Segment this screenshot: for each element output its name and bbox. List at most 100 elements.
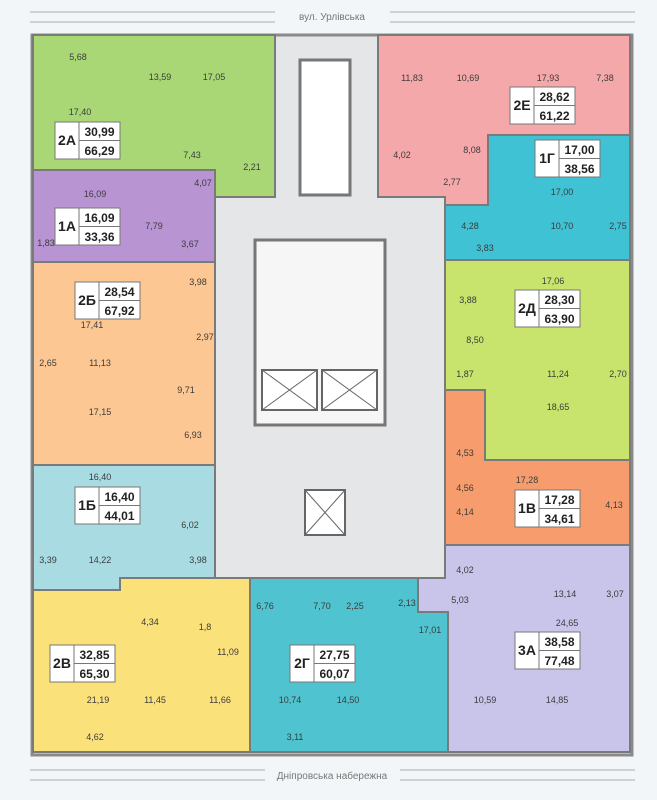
room-area-label: 11,83 <box>401 73 423 83</box>
living-area: 16,40 <box>104 490 134 504</box>
room-area-label: 4,13 <box>605 500 623 510</box>
room-area-label: 9,71 <box>177 385 195 395</box>
room-area-label: 4,14 <box>456 507 474 517</box>
living-area: 17,00 <box>564 143 594 157</box>
room-area-label: 4,07 <box>194 178 212 188</box>
room-area-label: 10,69 <box>457 73 480 83</box>
apartment-id: 1A <box>58 218 76 234</box>
apartment-badge[interactable]: 2В 32,85 65,30 <box>49 644 116 683</box>
room-area-label: 10,74 <box>279 695 302 705</box>
room-area-label: 10,70 <box>551 221 574 231</box>
apartment-badge[interactable]: 1В 17,28 34,61 <box>514 489 581 528</box>
apartment-id: 2A <box>58 132 76 148</box>
room-area-label: 6,76 <box>256 601 274 611</box>
room-area-label: 17,01 <box>419 625 442 635</box>
living-area: 16,09 <box>84 211 114 225</box>
room-area-label: 17,15 <box>89 407 112 417</box>
apartment-id: 2В <box>53 655 71 671</box>
room-area-label: 6,02 <box>181 520 199 530</box>
apartment-badge[interactable]: 1Г 17,00 38,56 <box>534 139 601 178</box>
room-area-label: 17,28 <box>516 475 539 485</box>
room-area-label: 1,83 <box>37 238 55 248</box>
room-area-label: 5,03 <box>451 595 469 605</box>
badge-box <box>289 644 356 683</box>
room-area-label: 2,77 <box>443 177 461 187</box>
room-area-label: 4,56 <box>456 483 474 493</box>
room-area-label: 4,53 <box>456 448 474 458</box>
total-area: 65,30 <box>79 667 109 681</box>
total-area: 61,22 <box>539 109 569 123</box>
room-area-label: 3,11 <box>287 732 304 742</box>
room-area-label: 11,13 <box>89 358 111 368</box>
total-area: 67,92 <box>104 304 134 318</box>
room-area-label: 3,39 <box>39 555 57 565</box>
room-area-label: 4,28 <box>461 221 479 231</box>
room-area-label: 3,88 <box>459 295 477 305</box>
room-area-label: 7,38 <box>596 73 614 83</box>
street-bottom: Дніпровська набережна <box>30 769 635 782</box>
total-area: 77,48 <box>544 654 574 668</box>
room-area-label: 17,40 <box>69 107 92 117</box>
room-area-label: 17,00 <box>551 187 574 197</box>
room-area-label: 3,98 <box>189 555 207 565</box>
apartment-id: 3А <box>518 642 536 658</box>
total-area: 34,61 <box>544 512 574 526</box>
living-area: 28,62 <box>539 90 569 104</box>
apartment-badge[interactable]: 2Е 28,62 61,22 <box>509 86 576 125</box>
living-area: 27,75 <box>319 648 349 662</box>
room-area-label: 17,93 <box>537 73 560 83</box>
total-area: 38,56 <box>564 162 594 176</box>
room-area-label: 16,40 <box>89 472 112 482</box>
apartment-badge[interactable]: 3А 38,58 77,48 <box>514 631 581 670</box>
apartment-2e[interactable] <box>377 34 631 206</box>
living-area: 38,58 <box>544 635 574 649</box>
apartment-id: 2Г <box>294 655 310 671</box>
apartment-id: 1В <box>518 500 536 516</box>
apartment-id: 2Е <box>513 97 530 113</box>
room-area-label: 2,97 <box>196 332 214 342</box>
street-top: вул. Урлівська <box>30 11 635 23</box>
room-area-label: 4,62 <box>86 732 104 742</box>
room-area-label: 4,02 <box>456 565 474 575</box>
room-area-label: 6,93 <box>184 430 202 440</box>
room-area-label: 10,59 <box>474 695 497 705</box>
room-area-label: 8,08 <box>463 145 481 155</box>
room-area-label: 14,50 <box>337 695 360 705</box>
apartment-id: 1Г <box>539 150 555 166</box>
room-area-label: 16,09 <box>84 189 107 199</box>
total-area: 63,90 <box>544 312 574 326</box>
living-area: 32,85 <box>79 648 109 662</box>
room-area-label: 13,14 <box>554 589 577 599</box>
room-area-label: 7,70 <box>313 601 331 611</box>
room-area-label: 11,66 <box>209 695 231 705</box>
room-area-label: 17,06 <box>542 276 565 286</box>
room-area-label: 3,67 <box>181 239 199 249</box>
living-area: 17,28 <box>544 493 574 507</box>
street-name-bottom: Дніпровська набережна <box>277 770 388 782</box>
room-area-label: 17,05 <box>203 72 226 82</box>
apartment-id: 2Д <box>518 300 536 316</box>
room-area-label: 2,13 <box>398 598 416 608</box>
room-area-label: 24,65 <box>556 618 579 628</box>
room-area-label: 2,21 <box>243 162 261 172</box>
room-area-label: 4,02 <box>393 150 411 160</box>
apartment-id: 2Б <box>78 292 96 308</box>
room-area-label: 2,70 <box>609 369 627 379</box>
room-area-label: 11,09 <box>217 647 239 657</box>
room-area-label: 2,25 <box>346 601 364 611</box>
room-area-label: 5,68 <box>69 52 87 62</box>
room-area-label: 11,45 <box>144 695 166 705</box>
living-area: 30,99 <box>84 125 114 139</box>
room-area-label: 13,59 <box>149 72 172 82</box>
apartment-areas <box>32 34 631 753</box>
room-area-label: 4,34 <box>141 617 159 627</box>
room-area-label: 3,07 <box>606 589 624 599</box>
